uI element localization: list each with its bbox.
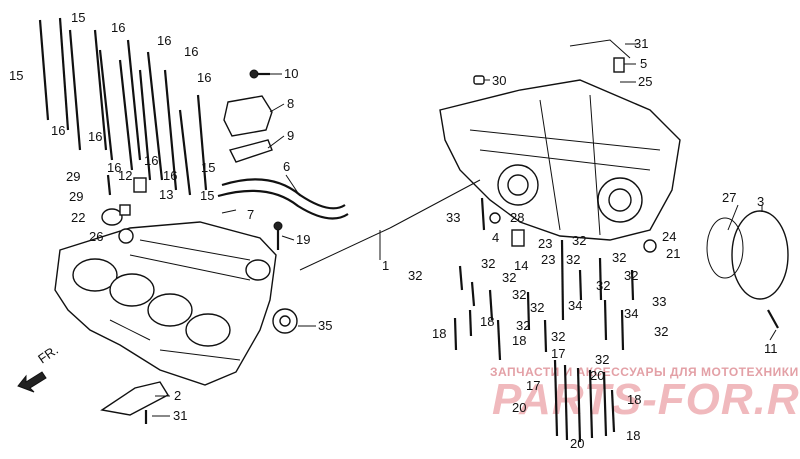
callout-18: 18 bbox=[432, 326, 446, 341]
callout-3: 3 bbox=[757, 194, 764, 209]
callout-32: 32 bbox=[516, 318, 530, 333]
callout-32: 32 bbox=[624, 268, 638, 283]
callout-15: 15 bbox=[200, 188, 214, 203]
callout-8: 8 bbox=[287, 96, 294, 111]
callout-5: 5 bbox=[640, 56, 647, 71]
callout-15: 15 bbox=[71, 10, 85, 25]
callout-33: 33 bbox=[446, 210, 460, 225]
callout-31: 31 bbox=[173, 408, 187, 423]
callout-18: 18 bbox=[627, 392, 641, 407]
callout-34: 34 bbox=[624, 306, 638, 321]
callout-16: 16 bbox=[163, 168, 177, 183]
callout-20: 20 bbox=[512, 400, 526, 415]
callout-23: 23 bbox=[538, 236, 552, 251]
small-parts bbox=[100, 39, 789, 424]
callout-32: 32 bbox=[654, 324, 668, 339]
callout-17: 17 bbox=[551, 346, 565, 361]
callout-35: 35 bbox=[318, 318, 332, 333]
callout-32: 32 bbox=[512, 287, 526, 302]
callout-16: 16 bbox=[88, 129, 102, 144]
callout-16: 16 bbox=[51, 123, 65, 138]
watermark-logo: PARTS-FOR.RU bbox=[492, 375, 800, 424]
front-direction-arrow: FR. bbox=[17, 342, 61, 393]
callout-27: 27 bbox=[722, 190, 736, 205]
callout-13: 13 bbox=[159, 187, 173, 202]
callout-30: 30 bbox=[492, 73, 506, 88]
callout-34: 34 bbox=[568, 298, 582, 313]
crankcase-bolts bbox=[453, 197, 635, 443]
callout-6: 6 bbox=[283, 159, 290, 174]
callout-9: 9 bbox=[287, 128, 294, 143]
lower-crankcase bbox=[439, 79, 681, 241]
upper-crankcase bbox=[54, 221, 277, 386]
callout-14: 14 bbox=[514, 258, 528, 273]
callout-18: 18 bbox=[626, 428, 640, 443]
stud-bolts-group bbox=[38, 17, 208, 196]
callout-19: 19 bbox=[296, 232, 310, 247]
callout-21: 21 bbox=[666, 246, 680, 261]
watermark-caption: ЗАПЧАСТИ И АКСЕССУАРЫ ДЛЯ МОТОТЕХНИКИ bbox=[490, 365, 799, 379]
callout-20: 20 bbox=[570, 436, 584, 451]
callout-16: 16 bbox=[111, 20, 125, 35]
callout-2: 2 bbox=[174, 388, 181, 403]
callout-32: 32 bbox=[530, 300, 544, 315]
callout-16: 16 bbox=[107, 160, 121, 175]
leader-lines bbox=[152, 43, 777, 417]
callout-32: 32 bbox=[481, 256, 495, 271]
callout-23: 23 bbox=[541, 252, 555, 267]
callout-32: 32 bbox=[408, 268, 422, 283]
callout-11: 11 bbox=[764, 341, 778, 356]
callout-32: 32 bbox=[596, 278, 610, 293]
callout-16: 16 bbox=[144, 153, 158, 168]
callout-33: 33 bbox=[652, 294, 666, 309]
fr-label: FR. bbox=[35, 342, 61, 366]
callout-4: 4 bbox=[492, 230, 499, 245]
callout-22: 22 bbox=[71, 210, 85, 225]
callout-labels: 15 15 16 16 16 16 16 16 16 16 16 15 15 2… bbox=[9, 10, 778, 451]
callout-1: 1 bbox=[382, 258, 389, 273]
callout-18: 18 bbox=[480, 314, 494, 329]
callout-32: 32 bbox=[502, 270, 516, 285]
callout-7: 7 bbox=[247, 207, 254, 222]
callout-32: 32 bbox=[566, 252, 580, 267]
callout-32: 32 bbox=[551, 329, 565, 344]
callout-16: 16 bbox=[157, 33, 171, 48]
callout-25: 25 bbox=[638, 74, 652, 89]
callout-16: 16 bbox=[184, 44, 198, 59]
callout-28: 28 bbox=[510, 210, 524, 225]
callout-32: 32 bbox=[572, 233, 586, 248]
callout-15: 15 bbox=[9, 68, 23, 83]
callout-32: 32 bbox=[595, 352, 609, 367]
callout-26: 26 bbox=[89, 229, 103, 244]
callout-32: 32 bbox=[612, 250, 626, 265]
callout-31: 31 bbox=[634, 36, 648, 51]
callout-20: 20 bbox=[590, 368, 604, 383]
callout-16: 16 bbox=[197, 70, 211, 85]
callout-17: 17 bbox=[526, 378, 540, 393]
callout-10: 10 bbox=[284, 66, 298, 81]
callout-18: 18 bbox=[512, 333, 526, 348]
callout-24: 24 bbox=[662, 229, 676, 244]
callout-29: 29 bbox=[69, 189, 83, 204]
callout-12: 12 bbox=[118, 168, 132, 183]
callout-15: 15 bbox=[201, 160, 215, 175]
callout-29: 29 bbox=[66, 169, 80, 184]
